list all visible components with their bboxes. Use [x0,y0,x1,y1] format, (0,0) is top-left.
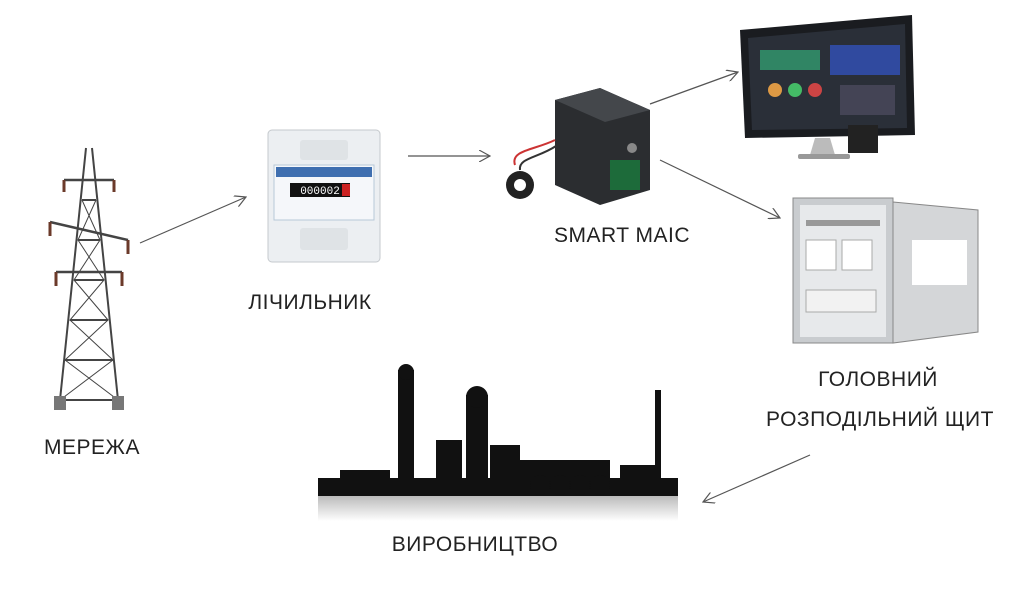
factory-silhouette-icon [318,364,678,521]
flow-arrows [139,72,811,502]
arrow-maic-to-panel [659,159,780,218]
distribution-panel-icon [792,197,979,344]
monitor-dashboard-icon [740,15,915,159]
power-tower-icon [48,147,130,410]
arrow-panel-to-production [703,454,811,502]
smart-maic-device-icon [506,88,650,205]
grid-label: МЕРЕЖА [44,436,140,459]
meter-reading: 000002 [300,186,340,198]
panel-label-line2: РОЗПОДІЛЬНИЙ ЩИТ [766,408,994,431]
electricity-meter-icon: 000002 [267,129,381,263]
meter-label: ЛІЧИЛЬНИК [248,291,372,314]
arrow-maic-to-monitor [649,72,738,105]
smart-maic-label: SMART MAIC [553,224,691,247]
arrow-grid-to-meter [139,197,246,244]
production-label: ВИРОБНИЦТВО [391,533,559,556]
panel-label-line1: ГОЛОВНИЙ [818,368,938,391]
